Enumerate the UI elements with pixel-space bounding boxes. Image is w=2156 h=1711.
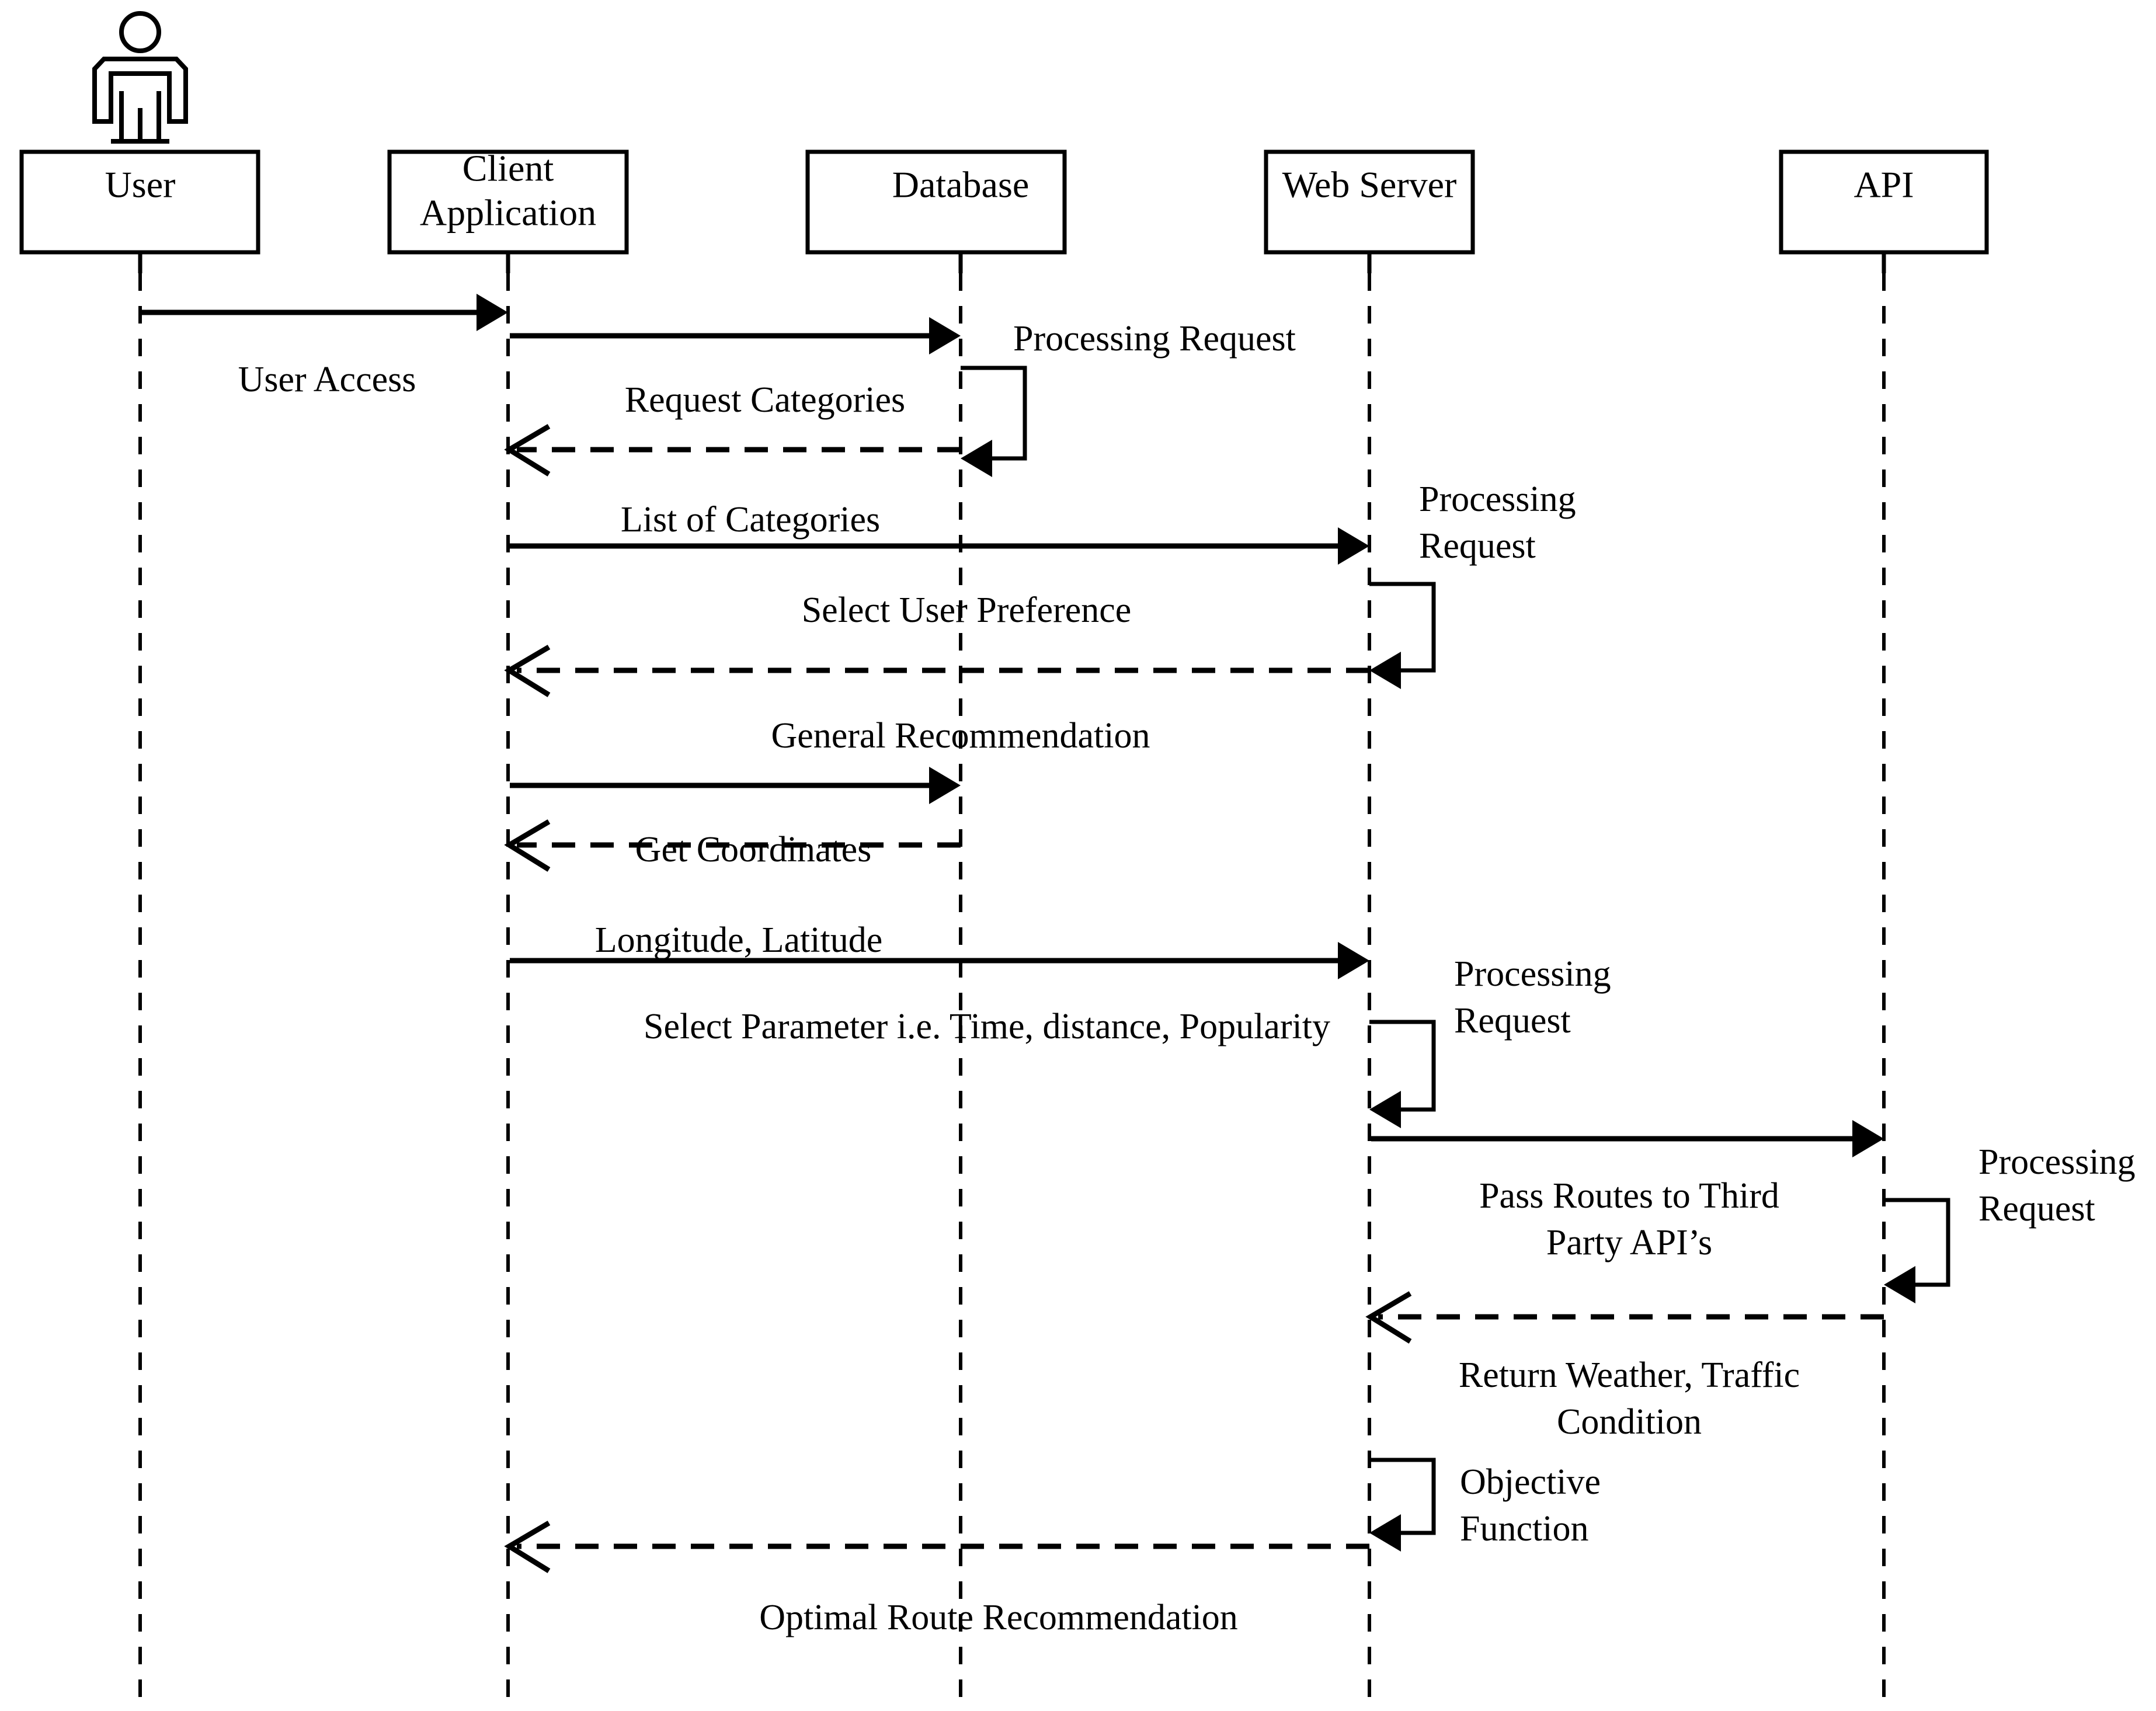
message-list-of-categories[interactable]: List of Categories <box>504 424 961 540</box>
message-pass-routes-to-third-party-apis[interactable]: Pass Routes to Third Party API’s <box>1371 1120 1884 1263</box>
self-message-label-processing-request-webserver-2-line2: Request <box>1454 1001 1571 1041</box>
message-label-longitude-latitude: Longitude, Latitude <box>595 920 882 960</box>
participant-label-client-line2: Application <box>420 192 596 234</box>
participant-label-client-line1: Client <box>463 148 554 189</box>
message-label-request-categories: Request Categories <box>625 380 905 420</box>
message-label-user-access: User Access <box>238 360 416 399</box>
participant-header-api[interactable]: API <box>1779 149 1989 255</box>
self-message-objective-function[interactable]: Objective Function <box>1369 1458 1601 1552</box>
participant-label-api: API <box>1854 164 1914 206</box>
message-general-recommendation[interactable]: General Recommendation <box>504 645 1369 756</box>
participant-header-user[interactable]: User <box>19 149 260 255</box>
self-message-processing-request-api[interactable]: Processing Request <box>1884 1142 2136 1303</box>
self-message-processing-request-database[interactable]: Processing Request <box>961 319 1296 477</box>
message-optimal-route-recommendation[interactable]: Optimal Route Recommendation <box>504 1521 1369 1637</box>
message-select-parameter[interactable]: Select Parameter i.e. Time, distance, Po… <box>510 942 1369 1046</box>
message-label-select-parameter: Select Parameter i.e. Time, distance, Po… <box>644 1007 1330 1046</box>
message-label-return-weather-line2: Condition <box>1557 1402 1702 1442</box>
message-label-pass-routes-line2: Party API’s <box>1546 1223 1712 1263</box>
participant-label-user: User <box>105 164 176 206</box>
self-message-label-processing-request-webserver-2-line1: Processing <box>1454 954 1611 994</box>
self-message-label-processing-request-api-line2: Request <box>1978 1189 2095 1229</box>
self-message-label-objective-function-line2: Function <box>1460 1509 1588 1549</box>
message-label-return-weather-line1: Return Weather, Traffic <box>1459 1355 1800 1395</box>
self-message-label-objective-function-line1: Objective <box>1460 1462 1601 1502</box>
message-return-weather-traffic-condition[interactable]: Return Weather, Traffic Condition <box>1365 1291 1884 1442</box>
message-longitude-latitude[interactable]: Longitude, Latitude <box>504 819 961 960</box>
participant-label-web-server: Web Server <box>1282 164 1457 206</box>
message-label-list-of-categories: List of Categories <box>621 500 880 540</box>
message-get-coordinates[interactable]: Get Coordinates <box>510 767 961 870</box>
stick-figure-actor-icon <box>92 11 188 144</box>
participant-header-client-application[interactable]: Client Application <box>387 148 629 255</box>
message-label-select-user-preference: Select User Preference <box>802 590 1132 630</box>
self-message-label-processing-request-api-line1: Processing <box>1978 1142 2136 1182</box>
self-message-processing-request-webserver-1[interactable]: Processing Request <box>1369 479 1576 689</box>
self-message-label-processing-request-webserver-1-line2: Request <box>1419 526 1536 566</box>
self-message-processing-request-webserver-2[interactable]: Processing Request <box>1369 954 1611 1128</box>
message-label-pass-routes-line1: Pass Routes to Third <box>1479 1176 1779 1216</box>
message-label-general-recommendation: General Recommendation <box>771 716 1150 756</box>
message-request-categories[interactable]: Request Categories <box>510 317 961 420</box>
participant-label-database: Database <box>892 164 1030 206</box>
self-message-label-processing-request-database: Processing Request <box>1013 319 1296 359</box>
self-message-label-processing-request-webserver-1-line1: Processing <box>1419 479 1576 519</box>
message-label-get-coordinates: Get Coordinates <box>635 830 872 870</box>
message-select-user-preference[interactable]: Select User Preference <box>510 527 1369 630</box>
message-user-access[interactable]: User Access <box>142 294 508 399</box>
participant-header-web-server[interactable]: Web Server <box>1264 149 1475 255</box>
participant-header-database[interactable]: Database <box>805 149 1067 255</box>
message-label-optimal-route-recommendation: Optimal Route Recommendation <box>759 1598 1238 1637</box>
